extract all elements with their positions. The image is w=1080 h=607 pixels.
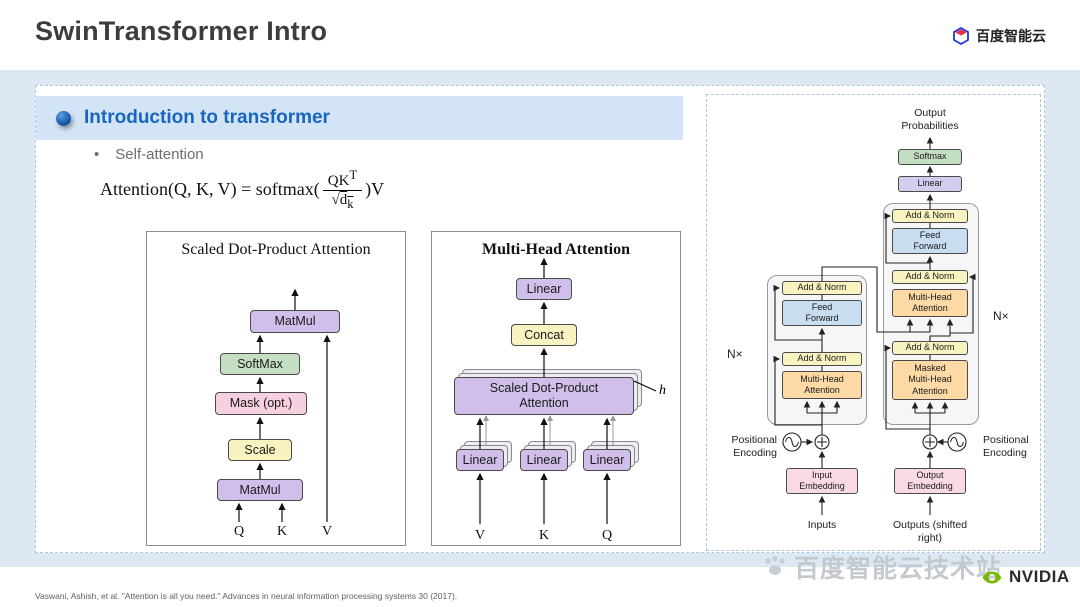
formula-num-base: QK	[327, 173, 350, 189]
nvidia-eye-icon	[982, 571, 1002, 583]
decoder-multi-head-attention-box: Multi-Head Attention	[892, 289, 968, 317]
formula-numerator: QKT	[322, 168, 363, 192]
outputs-label: Outputs (shifted right)	[892, 519, 968, 545]
encoder-add-norm-bottom-box: Add & Norm	[782, 352, 862, 366]
transformer-softmax-box: Softmax	[898, 149, 962, 165]
formula-fraction: QKT √dk	[322, 168, 363, 212]
section-title: Introduction to transformer	[84, 107, 330, 128]
formula-suffix: )V	[365, 179, 385, 200]
bullet-sphere-icon	[56, 110, 71, 126]
decoder-masked-multi-head-attention-box: Masked Multi-Head Attention	[892, 360, 968, 400]
formula-prefix: Attention(Q, K, V) = softmax(	[100, 179, 320, 200]
sdpa-k-label: K	[276, 524, 288, 539]
mha-k-label: K	[538, 528, 550, 543]
sdpa-q-label: Q	[233, 524, 245, 539]
formula-denominator: √dk	[331, 191, 353, 211]
decoder-add-norm-top-box: Add & Norm	[892, 209, 968, 223]
decoder-add-norm-mid-box: Add & Norm	[892, 270, 968, 284]
watermark-text: 百度智能云技术站	[794, 555, 1003, 583]
encoder-feed-forward-box: Feed Forward	[782, 300, 862, 326]
sub-bullet-label: Self-attention	[115, 146, 204, 163]
sdpa-softmax-box: SoftMax	[220, 353, 300, 375]
mha-h-label: h	[659, 383, 666, 398]
positional-encoding-left-label: Positional Encoding	[731, 434, 777, 460]
output-embedding-box: Output Embedding	[894, 468, 966, 494]
content-card: Introduction to transformer • Self-atten…	[35, 85, 1045, 553]
nvidia-wordmark: NVIDIA	[1009, 567, 1070, 586]
page-title: SwinTransformer Intro	[35, 16, 328, 46]
positional-encoding-right-label: Positional Encoding	[983, 434, 1029, 460]
mha-arrows-svg	[476, 257, 657, 524]
paw-icon	[765, 555, 785, 575]
output-probabilities-label: Output Probabilities	[901, 107, 959, 133]
formula-den-base: d	[339, 192, 348, 209]
sdpa-arrows-svg	[235, 288, 331, 522]
sdpa-matmul-bottom-box: MatMul	[217, 479, 303, 501]
section-header: Introduction to transformer	[36, 96, 683, 140]
sub-bullet: • Self-attention	[94, 146, 204, 163]
mha-linear-q-box: Linear	[583, 449, 631, 471]
mha-linear-v-box: Linear	[456, 449, 504, 471]
mha-linear-top-box: Linear	[516, 278, 572, 300]
sdpa-v-label: V	[321, 524, 333, 539]
inputs-label: Inputs	[807, 519, 837, 531]
decoder-nx-label: N×	[993, 309, 1009, 323]
mha-q-label: Q	[601, 528, 613, 543]
transformer-arrows-svg	[773, 136, 976, 515]
encoder-multi-head-attention-box: Multi-Head Attention	[782, 371, 862, 399]
decoder-add-norm-bottom-box: Add & Norm	[892, 341, 968, 355]
formula-den-sub: k	[347, 197, 354, 212]
decoder-feed-forward-box: Feed Forward	[892, 228, 968, 254]
transformer-architecture-diagram: Output Probabilities Softmax Linear Add …	[706, 94, 1041, 551]
attention-formula: Attention(Q, K, V) = softmax( QKT √dk )V	[100, 168, 384, 212]
baidu-cloud-icon	[953, 27, 969, 45]
brand-name: 百度智能云	[976, 28, 1046, 44]
sdpa-matmul-top-box: MatMul	[250, 310, 340, 333]
formula-sqrt: √	[331, 192, 340, 209]
brand-logo: 百度智能云	[952, 26, 1046, 46]
formula-num-sup: T	[349, 168, 358, 182]
multi-head-attention-diagram: Multi-Head Attention	[431, 231, 681, 546]
mha-linear-k-box: Linear	[520, 449, 568, 471]
transformer-linear-box: Linear	[898, 176, 962, 192]
bullet-dot: •	[94, 146, 100, 163]
mha-sdpa-box: Scaled Dot-Product Attention	[454, 377, 634, 415]
input-embedding-box: Input Embedding	[786, 468, 858, 494]
watermark: 百度智能云技术站	[762, 549, 1002, 585]
positional-encoding-left-icon	[782, 432, 830, 452]
scaled-dot-product-attention-diagram: Scaled Dot-Product Attention Mat	[146, 231, 406, 546]
sdpa-scale-box: Scale	[228, 439, 292, 461]
mha-title: Multi-Head Attention	[482, 241, 630, 258]
citation: Vaswani, Ashish, et al. "Attention is al…	[35, 591, 458, 601]
mha-concat-box: Concat	[511, 324, 577, 346]
encoder-add-norm-top-box: Add & Norm	[782, 281, 862, 295]
nvidia-logo: NVIDIA	[980, 567, 1070, 587]
positional-encoding-right-icon	[922, 432, 967, 452]
encoder-nx-label: N×	[727, 347, 743, 361]
sdpa-mask-box: Mask (opt.)	[215, 392, 307, 415]
mha-v-label: V	[474, 528, 486, 543]
sdpa-title: Scaled Dot-Product Attention	[181, 241, 371, 258]
